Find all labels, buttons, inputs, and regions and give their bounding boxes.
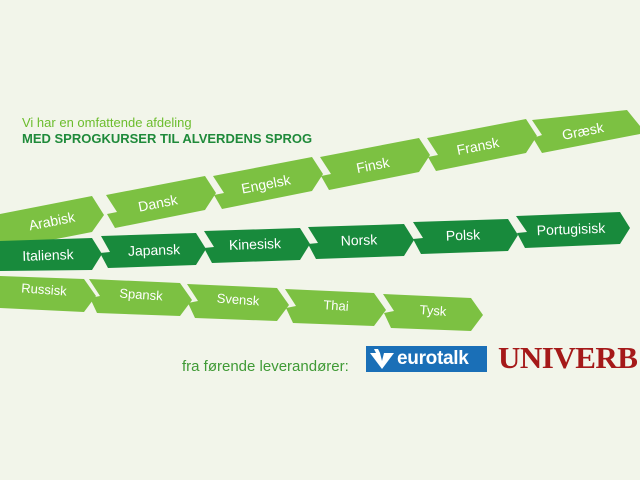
intro-line-1: Vi har en omfattende afdeling — [22, 115, 192, 130]
row-3: Russisk Spansk Svensk Thai Tysk — [0, 276, 483, 331]
language-arrow-italiensk[interactable]: Italiensk — [0, 238, 102, 271]
language-label: Portugisisk — [536, 220, 606, 238]
language-arrow-russisk[interactable]: Russisk — [0, 276, 96, 312]
language-arrow-finsk[interactable]: Finsk — [320, 138, 430, 190]
language-label: Russisk — [21, 280, 68, 298]
language-arrow-tysk[interactable]: Tysk — [383, 294, 483, 331]
language-arrow-thai[interactable]: Thai — [285, 289, 386, 326]
language-label: Japansk — [128, 241, 182, 259]
eurotalk-wordmark: eurotalk — [397, 348, 469, 369]
intro-line-2: MED SPROGKURSER TIL ALVERDENS SPROG — [22, 131, 313, 146]
language-arrow-dansk[interactable]: Dansk — [106, 176, 216, 228]
language-label: Tysk — [419, 302, 447, 319]
language-arrow-kinesisk[interactable]: Kinesisk — [204, 228, 310, 263]
univerb-logo[interactable]: UNIVERB — [498, 340, 638, 375]
language-label: Polsk — [446, 226, 482, 243]
language-label: Finsk — [355, 154, 392, 176]
language-label: Thai — [323, 297, 349, 314]
language-label: Dansk — [137, 191, 180, 214]
suppliers-label: fra førende leverandører: — [182, 358, 349, 375]
language-arrow-polsk[interactable]: Polsk — [413, 219, 518, 254]
language-label: Kinesisk — [229, 235, 283, 253]
language-arrow-arabisk[interactable]: Arabisk — [0, 196, 104, 250]
language-arrow-japansk[interactable]: Japansk — [100, 233, 206, 268]
language-label: Svensk — [216, 291, 260, 309]
language-label: Spansk — [119, 286, 164, 304]
language-arrow-engelsk[interactable]: Engelsk — [213, 157, 323, 209]
language-arrow-svensk[interactable]: Svensk — [187, 284, 289, 321]
language-label: Norsk — [340, 231, 378, 248]
row-1: Arabisk Dansk Engelsk Finsk Fransk Græsk — [0, 110, 640, 250]
language-arrow-portugisisk[interactable]: Portugisisk — [516, 212, 630, 248]
language-arrow-fransk[interactable]: Fransk — [427, 119, 537, 171]
row-2: Italiensk Japansk Kinesisk Norsk Polsk P… — [0, 212, 630, 271]
language-arrow-spansk[interactable]: Spansk — [89, 279, 192, 316]
intro-text: Vi har en omfattende afdeling MED SPROGK… — [22, 115, 312, 147]
language-arrow-norsk[interactable]: Norsk — [308, 224, 414, 259]
eurotalk-mark-icon — [370, 349, 394, 369]
eurotalk-logo[interactable]: eurotalk — [366, 346, 487, 372]
language-arrow-graesk[interactable]: Græsk — [532, 110, 640, 153]
language-label: Italiensk — [22, 246, 75, 264]
